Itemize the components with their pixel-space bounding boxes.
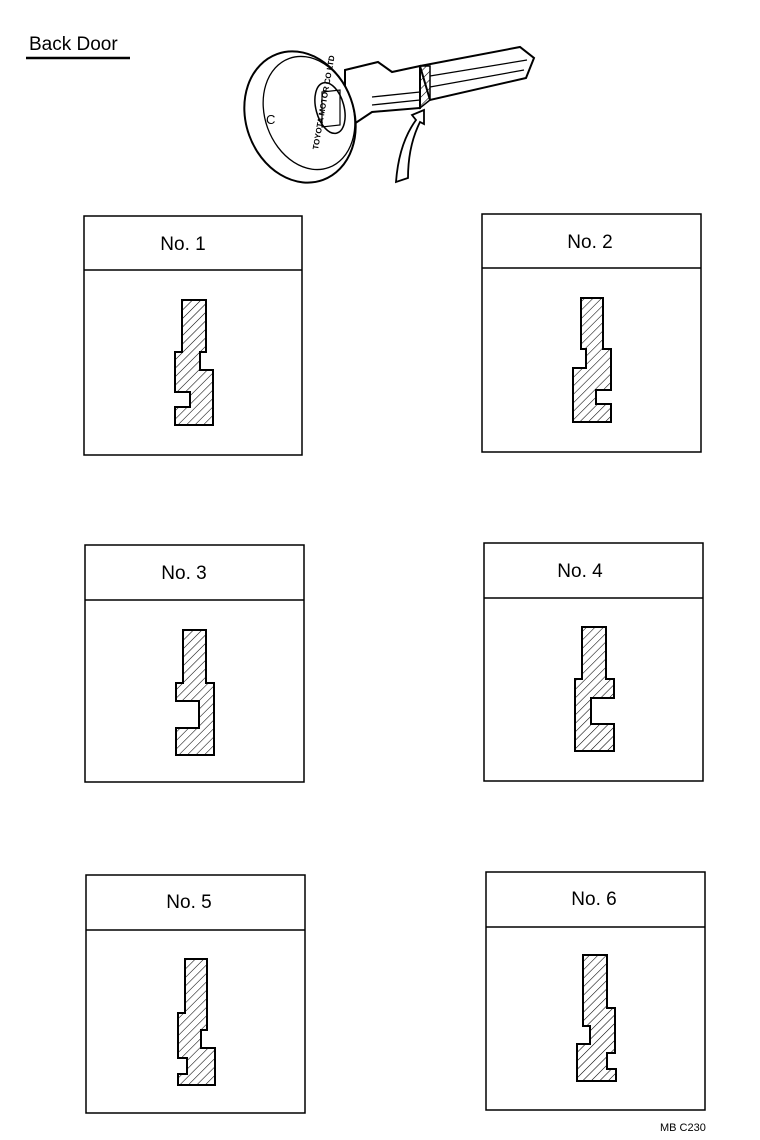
profile-card-1: No. 1 — [83, 215, 303, 456]
profile-label: No. 6 — [571, 889, 616, 910]
figure-code: MB C230 — [660, 1122, 706, 1134]
key-profile-shape — [175, 629, 215, 756]
profile-label: No. 3 — [161, 563, 206, 584]
key-profile-shape — [572, 297, 612, 423]
profile-card-5: No. 5 — [85, 874, 306, 1114]
page-title: Back Door — [29, 34, 118, 55]
card-frame — [84, 544, 305, 783]
profile-card-2: No. 2 — [481, 213, 702, 453]
profile-card-3: No. 3 — [84, 544, 305, 783]
key-profile-shape — [576, 954, 617, 1082]
key-profile-shape — [177, 958, 216, 1086]
card-frame — [481, 213, 702, 453]
card-frame — [85, 874, 306, 1114]
key-illustration — [243, 45, 536, 184]
key-profile-shape — [174, 299, 214, 426]
card-frame — [483, 542, 704, 782]
profile-label: No. 5 — [166, 892, 211, 913]
profile-label: No. 4 — [557, 561, 603, 582]
profile-card-4: No. 4 — [483, 542, 704, 782]
profile-label: No. 2 — [567, 232, 612, 253]
profile-card-6: No. 6 — [485, 871, 706, 1111]
profile-label: No. 1 — [160, 234, 205, 255]
key-head-mark: C — [266, 112, 275, 127]
card-frame — [83, 215, 303, 456]
card-frame — [485, 871, 706, 1111]
key-profile-shape — [574, 626, 615, 752]
